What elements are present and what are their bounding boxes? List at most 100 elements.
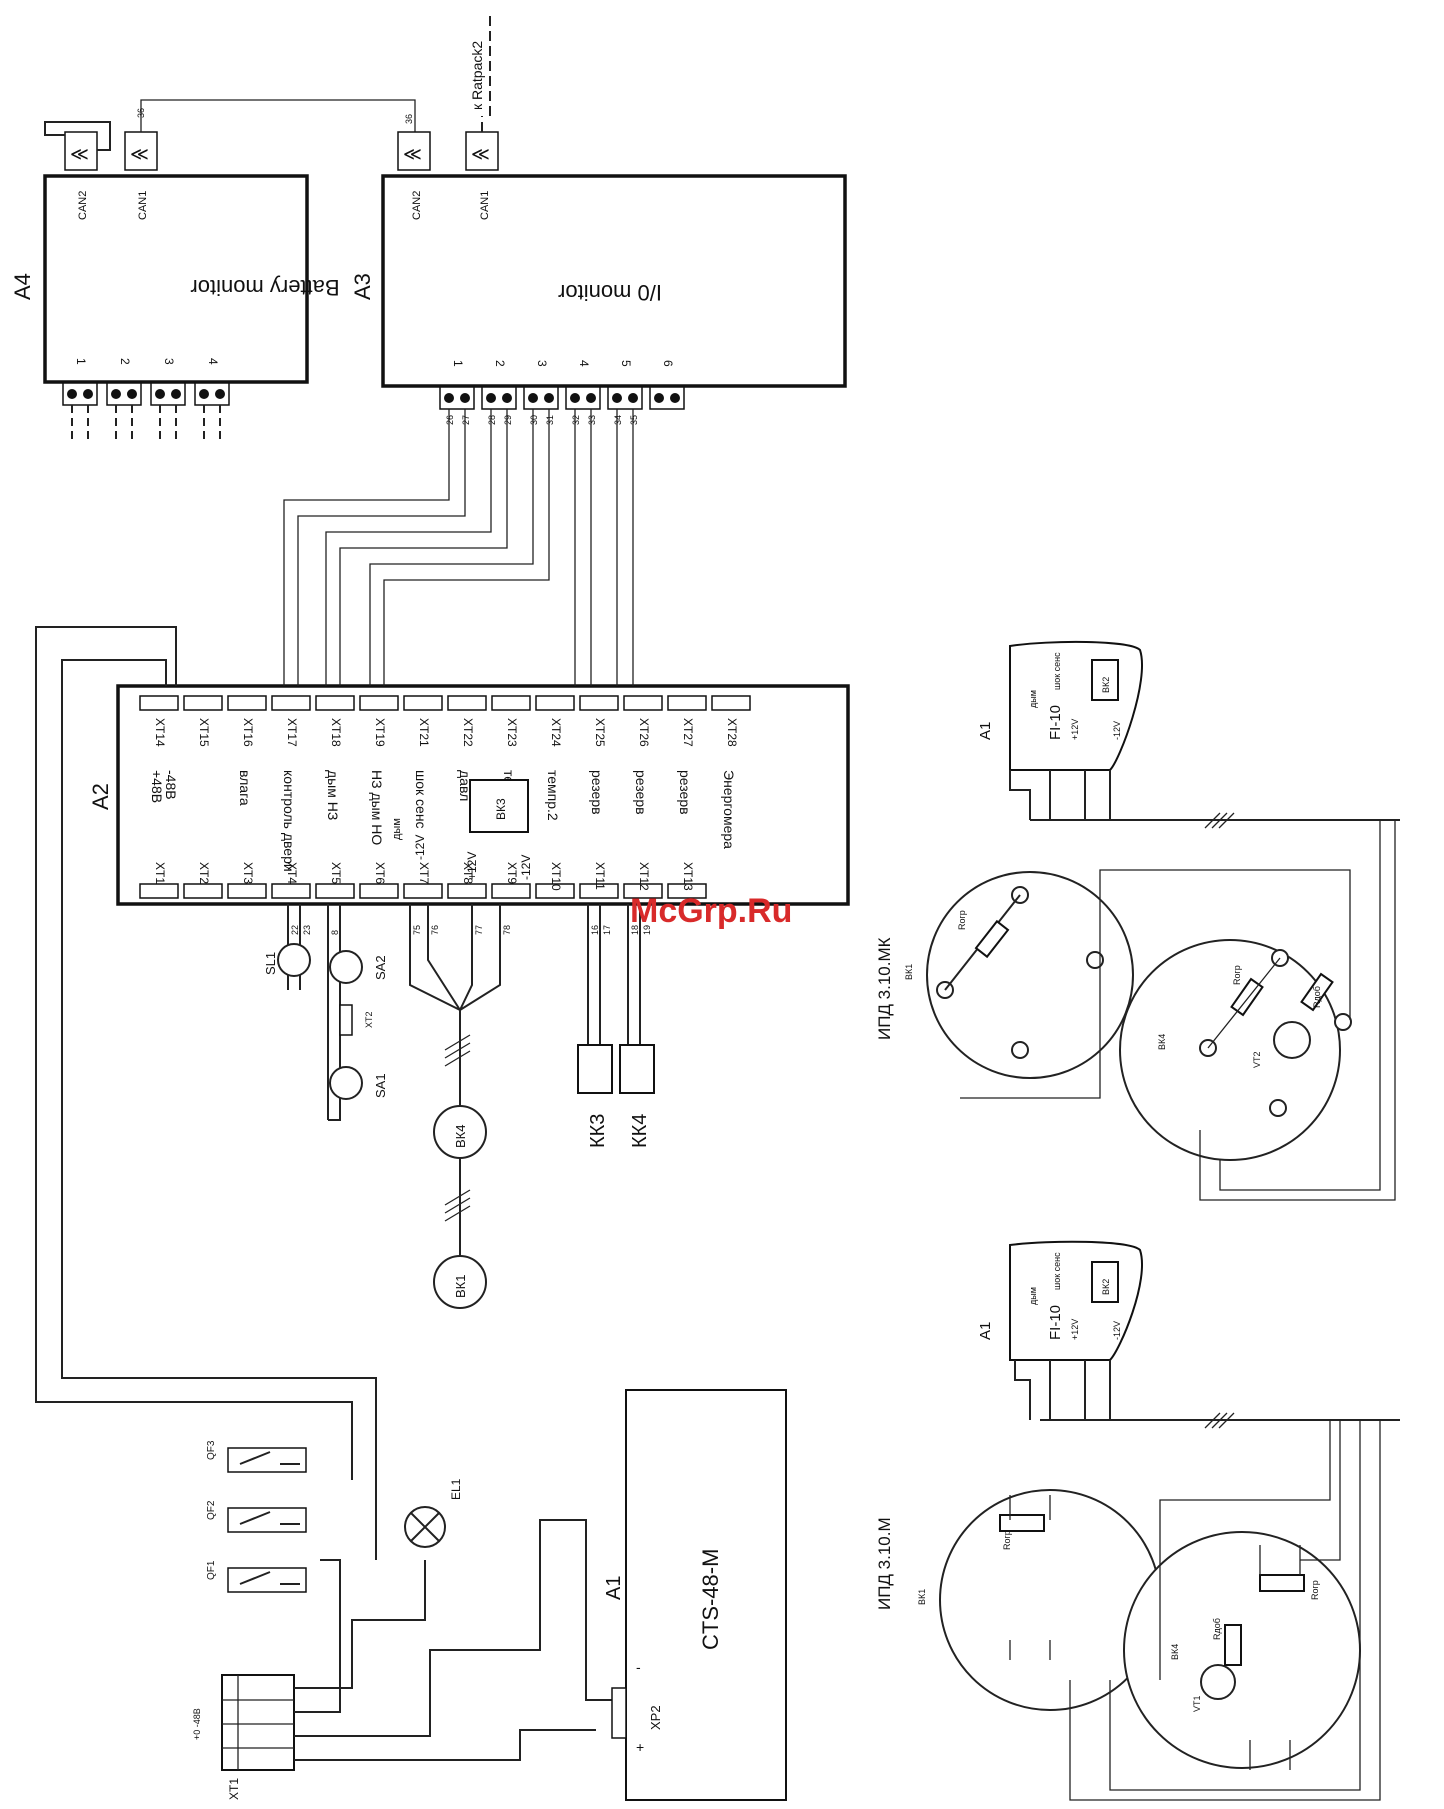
a2-bottom-connector-id: XT10 — [549, 862, 563, 891]
a3-pin — [544, 393, 554, 403]
xt1-label: XT1 — [227, 1778, 241, 1800]
a2-top-connector-id: XT27 — [681, 718, 695, 747]
a3-a2-wire — [369, 409, 534, 686]
el1-label: EL1 — [449, 1478, 463, 1500]
ipd-mk-bk1: ВК1 — [904, 964, 914, 980]
a4-pin — [199, 389, 209, 399]
a2-top-connector-id: XT23 — [505, 718, 519, 747]
a4-pin — [111, 389, 121, 399]
ipd-mk-bk2: ВК2 — [1101, 677, 1111, 693]
a2-bottom-connector-id: XT6 — [373, 862, 387, 884]
ipd-m-rogr2: Rогр — [1310, 1580, 1320, 1600]
ipd-mk-a1: A1 — [977, 722, 994, 740]
a3-terminal — [607, 386, 643, 410]
ipd-m-title: ИПД 3.10.М — [875, 1517, 894, 1610]
a2-bottom-connector-id: XT2 — [197, 862, 211, 884]
a3-wire-number: 26 — [445, 415, 455, 425]
a3-terminal — [565, 386, 601, 410]
a3-pin — [528, 393, 538, 403]
a3-pin-label: 6 — [661, 360, 675, 367]
a2-top-connector-label: влага — [237, 770, 253, 806]
bottom-wire-number: 75 — [412, 925, 422, 935]
a2-top-terminal — [535, 695, 575, 711]
a2-bottom-connector-id: XT11 — [593, 862, 607, 890]
a3-wire-number: 28 — [487, 415, 497, 425]
bk1-label: ВК1 — [453, 1275, 468, 1298]
a2-top-connector-id: XT19 — [373, 718, 387, 747]
bottom-wire-number: 77 — [474, 925, 484, 935]
a4-pin — [171, 389, 181, 399]
a3-ext: к Ratpack2 — [469, 41, 485, 110]
a4-pin — [155, 389, 165, 399]
watermark: McGrp.Ru — [630, 892, 792, 930]
a2-bottom-terminal — [535, 883, 575, 899]
a4-can2: CAN2 — [77, 191, 89, 220]
breaker-section: XT1 +0 -48В QF1 QF2 QF3 EL1 — [192, 1440, 620, 1800]
svg-text:≪: ≪ — [130, 146, 149, 166]
kk3-label: КК3 — [587, 1114, 609, 1148]
block-a1: A1 CTS-48-M XP2 + - — [603, 1389, 787, 1801]
a3-pin-label: 3 — [535, 360, 549, 367]
a4-pin-label: 2 — [118, 358, 132, 365]
a4-dashed-wire — [71, 405, 89, 440]
a2-bottom-terminal — [403, 883, 443, 899]
a2-top-connector-label: шок сенс — [413, 770, 429, 829]
a2-dym: дым — [391, 818, 403, 840]
kk4-label: КК4 — [629, 1114, 651, 1148]
a2-top-connector-label: дым НЗ — [325, 770, 341, 820]
a3-pin — [586, 393, 596, 403]
ipd-mk-rogr: Rогр — [957, 910, 967, 930]
a4-ref: A4 — [10, 273, 35, 300]
a3-terminal — [523, 386, 559, 410]
qf-breaker — [227, 1567, 307, 1593]
a3-terminal — [481, 386, 517, 410]
qf-breaker — [227, 1447, 307, 1473]
a3-pin — [502, 393, 512, 403]
a2-top-connector-id: XT15 — [197, 718, 211, 747]
a3-pin — [670, 393, 680, 403]
a1-plus: + — [636, 1739, 644, 1755]
a3-pin-label: 5 — [619, 360, 633, 367]
a2-bottom-terminal — [579, 883, 619, 899]
a3-can2: CAN2 — [411, 191, 423, 220]
ipd-m-bk2: ВК2 — [1101, 1279, 1111, 1295]
svg-text:≪: ≪ — [403, 146, 422, 166]
sa1-label: SA1 — [373, 1073, 388, 1098]
ipd-m-plus12: +12V — [1070, 1319, 1080, 1340]
a2-bottom-connector-id: XT1 — [153, 862, 167, 884]
sa2-label: SA2 — [373, 955, 388, 980]
a3-ref: A3 — [350, 273, 375, 300]
a2-top-connector-id: XT25 — [593, 718, 607, 747]
block-a3: A3 I/0 monitor ≪ ≪ CAN2 CAN1 к Ratpack2 … — [136, 12, 847, 410]
a2-top-connector-id: XT22 — [461, 718, 475, 747]
a2-bottom-terminal — [491, 883, 531, 899]
a1-minus: - — [636, 1659, 641, 1675]
a2-bottom-connector-id: XT8 — [461, 862, 475, 884]
ipd-mk-rdob: Rдоб — [1312, 986, 1322, 1008]
a3-wire-number: 27 — [461, 415, 471, 425]
a3-pin — [628, 393, 638, 403]
a4-terminal — [194, 382, 230, 406]
a3-terminal — [649, 386, 685, 410]
a2-bottom-terminal — [183, 883, 223, 899]
a3-wire-number: 31 — [545, 415, 555, 425]
a2-top-connector-id: XT14 — [153, 718, 167, 747]
a2-top-terminal — [139, 695, 179, 711]
a3-pin-label: 1 — [451, 360, 465, 367]
a2-top-connector-label: НЗ дым НО — [369, 770, 385, 845]
a2-top-connector-label: +48B — [149, 770, 165, 803]
a2-top-connector-label: Энергомера — [721, 770, 737, 849]
a3-can1: CAN1 — [479, 191, 491, 220]
a2-top-terminal — [667, 695, 707, 711]
a3-a2-wire — [339, 409, 508, 686]
a4-pin — [127, 389, 137, 399]
a2-minus12b: -12V — [413, 835, 427, 860]
a3-pin — [654, 393, 664, 403]
a2-top-terminal — [447, 695, 487, 711]
ipd-m-section: ИПД 3.10.М A1 FI-10 дым шок сенс ВК2 +12… — [875, 1240, 1400, 1801]
bottom-wire-number: 16 — [590, 925, 600, 935]
a3-pin — [444, 393, 454, 403]
